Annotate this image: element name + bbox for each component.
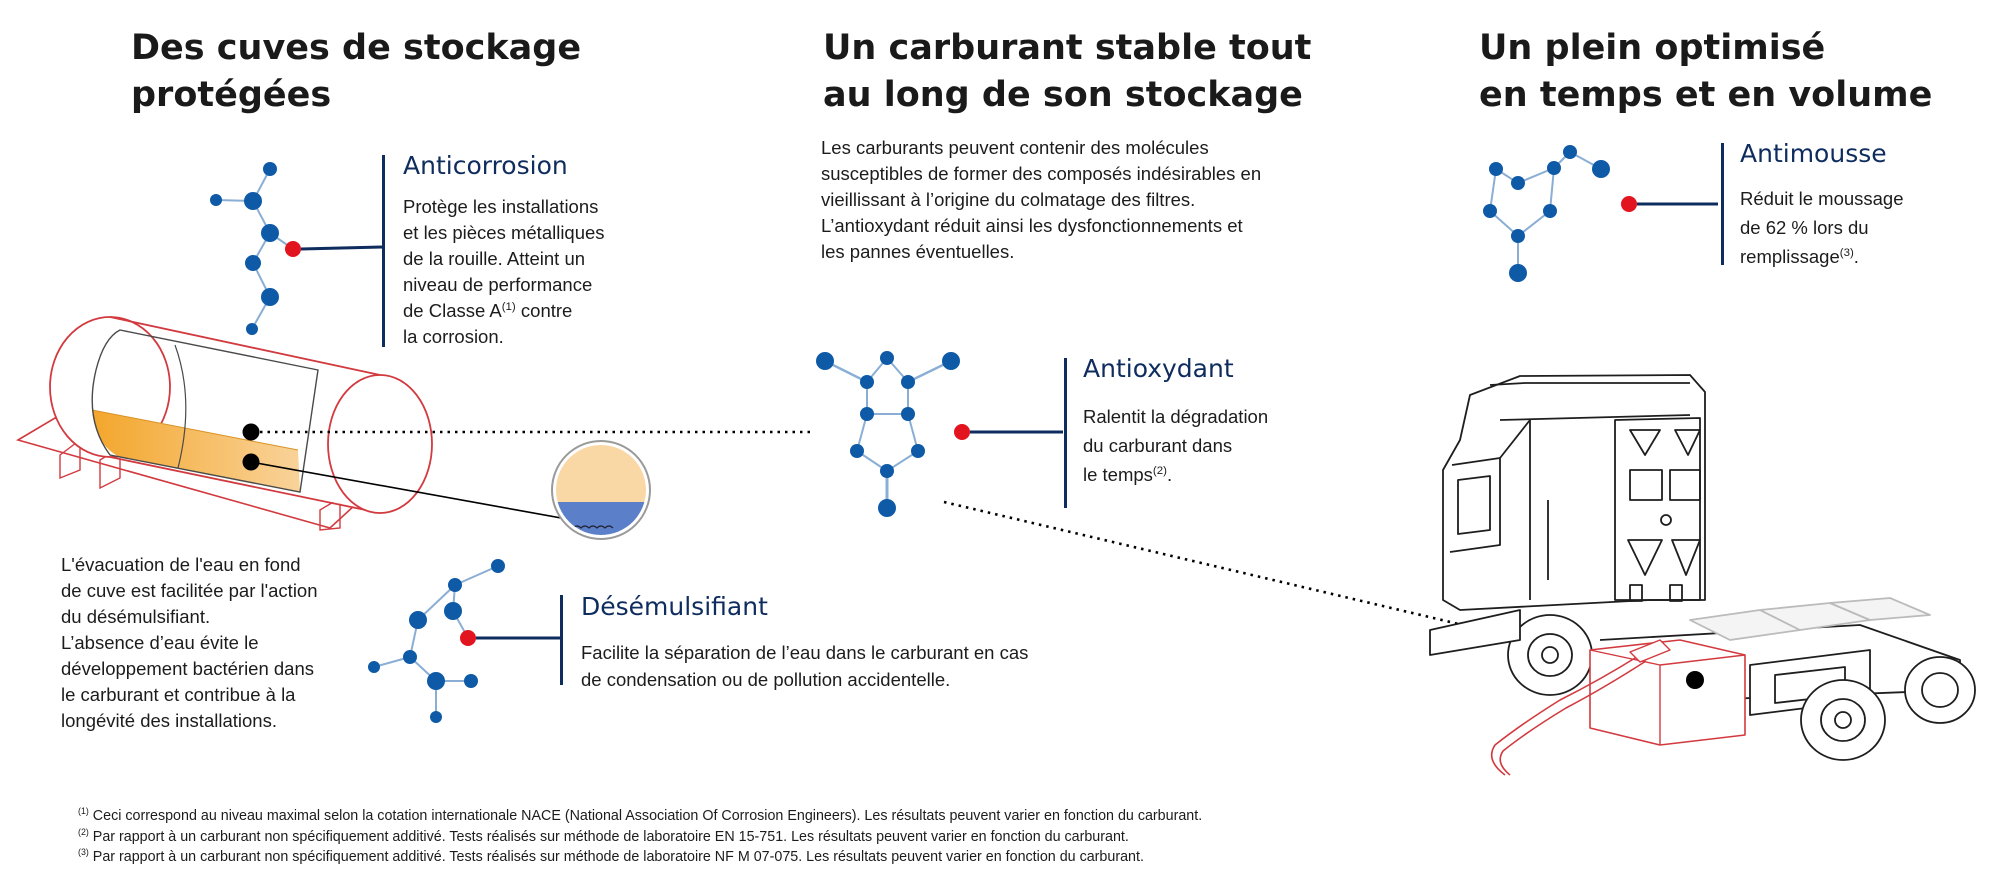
antimousse-title: Antimousse [1740,139,1887,168]
molecule-icon [368,559,561,723]
antioxydant-description: Ralentit la dégradation du carburant dan… [1083,406,1269,485]
fuel-sample-icon [551,440,651,540]
callout-bar [1721,143,1724,265]
heading-stability: Un carburant stable tout au long de son … [823,28,1312,115]
truck-illustration [1429,374,1976,776]
antioxydant-title: Antioxydant [1083,354,1234,383]
active-site-dot [460,630,476,646]
callout-bar [382,155,385,347]
active-site-dot [954,424,970,440]
callout-bar [1064,358,1067,508]
dotted-connector [943,500,1696,682]
intro-paragraph: Les carburants peuvent contenir des molé… [821,137,1262,262]
active-site-dot [1621,196,1637,212]
storage-tank-illustration [15,316,601,531]
desemulsifiant-description: Facilite la séparation de l’eau dans le … [581,642,1029,690]
molecule-icon [1483,145,1718,282]
anticorrosion-title: Anticorrosion [403,151,568,180]
footnote-1: (1) Ceci correspond au niveau maximal se… [78,806,1203,824]
anticorrosion-description: Protège les installations et les pièces … [403,196,605,347]
antimousse-description: Réduit le moussage de 62 % lors du rempl… [1740,188,1904,267]
active-site-dot [285,241,301,257]
desemulsifiant-title: Désémulsifiant [581,592,768,621]
callout-bar [560,595,563,685]
molecule-icon [816,351,1063,517]
footnote-2: (2) Par rapport à un carburant non spéci… [78,826,1129,845]
fuel-level-dot [242,423,260,441]
footnotes: (1) Ceci correspond au niveau maximal se… [78,806,1678,868]
molecule-icon [210,162,385,335]
footnote-3: (3) Par rapport à un carburant non spéci… [78,847,1144,865]
heading-filling: Un plein optimisé en temps et en volume [1479,28,1933,115]
truck-tank-dot [1686,671,1704,689]
heading-storage: Des cuves de stockage protégées [131,28,582,115]
water-drainage-note: L'évacuation de l'eau en fond de cuve es… [61,554,318,731]
